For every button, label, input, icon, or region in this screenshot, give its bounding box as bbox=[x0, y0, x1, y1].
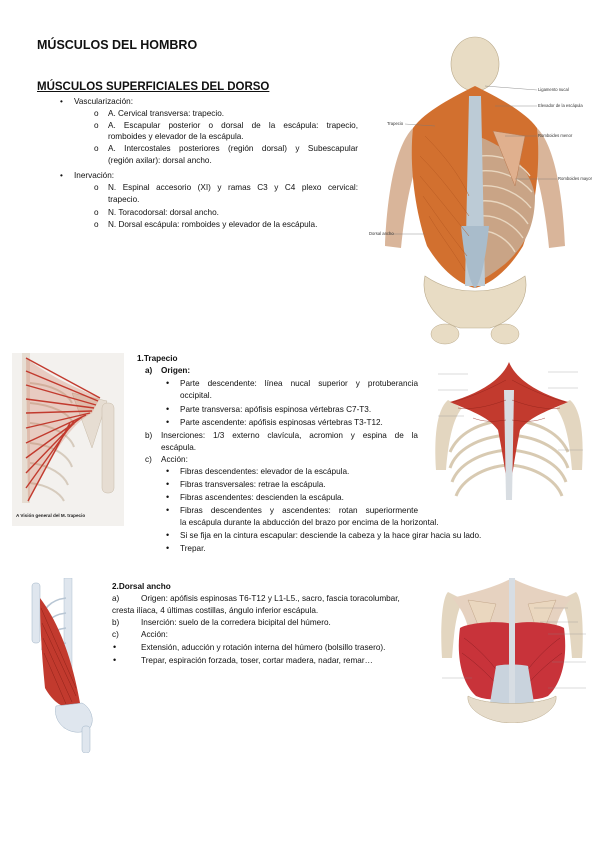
label-dorsal-ancho: Dorsal ancho bbox=[369, 231, 394, 236]
list-bullet: • bbox=[166, 492, 170, 502]
action-item: Fibras descendentes y ascendentes: rotan… bbox=[180, 506, 418, 515]
action-item: Si se fija en la cintura escapular: desc… bbox=[180, 531, 482, 540]
back-muscles-figure: Ligamento nucal Elevador de la escápula … bbox=[365, 36, 595, 348]
origin-item: Parte transversa: apófisis espinosa vért… bbox=[180, 405, 372, 414]
list-circle: o bbox=[94, 220, 99, 229]
list-bullet: • bbox=[60, 97, 63, 106]
action-item: Trepar, espiración forzada, toser, corta… bbox=[141, 656, 373, 665]
origin-text: Origen: apófisis espinosas T6-T12 y L1-L… bbox=[141, 594, 400, 603]
label-elevador: Elevador de la escápula bbox=[538, 103, 583, 108]
label-romboides-mayor: Romboides mayor bbox=[558, 176, 592, 181]
list-bullet: • bbox=[166, 404, 170, 414]
list-bullet: • bbox=[166, 505, 170, 515]
marker-a: a) bbox=[112, 594, 120, 603]
list-circle: o bbox=[94, 208, 99, 217]
trapezius-torso-figure bbox=[428, 360, 590, 513]
action-item: Fibras descendentes: elevador de la escá… bbox=[180, 467, 350, 476]
origin-item: Parte ascendente: apófisis espinosas vér… bbox=[180, 418, 383, 427]
inerv-label: Inervación: bbox=[74, 171, 115, 180]
vasc-item: A. Escapular posterior o dorsal de la es… bbox=[108, 121, 358, 130]
marker-b: b) bbox=[145, 431, 153, 440]
list-bullet: • bbox=[166, 378, 170, 388]
list-circle: o bbox=[94, 144, 99, 153]
inerv-item: N. Dorsal escápula: romboides y elevador… bbox=[108, 220, 318, 229]
list-bullet: • bbox=[166, 530, 170, 540]
insertion-text: Inserciones: 1/3 externo clavícula, acro… bbox=[161, 431, 418, 440]
list-bullet: • bbox=[113, 642, 117, 652]
list-circle: o bbox=[94, 109, 99, 118]
action-item: Extensión, aducción y rotación interna d… bbox=[141, 643, 386, 652]
marker-a: a) bbox=[145, 366, 153, 375]
trapezius-overview-figure: A Visión general del M. trapecio bbox=[12, 353, 124, 526]
vasc-item: (región axilar): dorsal ancho. bbox=[108, 156, 212, 165]
vasc-item: romboides y elevador de la escápula. bbox=[108, 132, 244, 141]
page-title: MÚSCULOS DEL HOMBRO bbox=[37, 38, 198, 52]
inerv-item: N. Espinal accesorio (XI) y ramas C3 y C… bbox=[108, 183, 358, 192]
vasc-label: Vascularización: bbox=[74, 97, 134, 106]
origin-item: occipital. bbox=[180, 391, 212, 400]
vasc-item: A. Intercostales posteriores (región dor… bbox=[108, 144, 358, 153]
inerv-item: N. Toracodorsal: dorsal ancho. bbox=[108, 208, 219, 217]
action-item: la escápula durante la abducción del bra… bbox=[180, 518, 439, 527]
list-circle: o bbox=[94, 121, 99, 130]
list-bullet: • bbox=[60, 171, 63, 180]
action-item: Fibras transversales: retrae la escápula… bbox=[180, 480, 326, 489]
list-circle: o bbox=[94, 183, 99, 192]
marker-c: c) bbox=[112, 630, 119, 639]
latissimus-back-figure bbox=[438, 578, 594, 723]
origin-text: cresta ilíaca, 4 últimas costillas, ángu… bbox=[112, 606, 319, 615]
list-bullet: • bbox=[166, 479, 170, 489]
action-label: Acción: bbox=[141, 630, 168, 639]
latissimus-side-figure bbox=[30, 578, 105, 753]
trapezius-figure-caption: A Visión general del M. trapecio bbox=[16, 513, 86, 518]
list-bullet: • bbox=[166, 466, 170, 476]
inerv-item: trapecio. bbox=[108, 195, 140, 204]
label-ligamento-nucal: Ligamento nucal bbox=[538, 87, 569, 92]
insertion-text: Inserción: suelo de la corredera bicipit… bbox=[141, 618, 331, 627]
origin-label: Origen: bbox=[161, 366, 191, 375]
marker-c: c) bbox=[145, 455, 152, 464]
list-bullet: • bbox=[113, 655, 117, 665]
trapecio-heading: 1.Trapecio bbox=[137, 354, 178, 363]
label-trapecio: Trapecio bbox=[387, 121, 404, 126]
label-romboides-menor: Romboides menor bbox=[538, 133, 573, 138]
origin-item: Parte descendente: línea nucal superior … bbox=[180, 379, 418, 388]
marker-b: b) bbox=[112, 618, 120, 627]
action-label: Acción: bbox=[161, 455, 188, 464]
list-bullet: • bbox=[166, 543, 170, 553]
dorsal-heading: 2.Dorsal ancho bbox=[112, 582, 171, 591]
section-title: MÚSCULOS SUPERFICIALES DEL DORSO bbox=[37, 81, 270, 93]
list-bullet: • bbox=[166, 417, 170, 427]
insertion-text: escápula. bbox=[161, 443, 197, 452]
vasc-item: A. Cervical transversa: trapecio. bbox=[108, 109, 225, 118]
action-item: Fibras ascendentes: descienden la escápu… bbox=[180, 493, 344, 502]
action-item: Trepar. bbox=[180, 544, 206, 553]
